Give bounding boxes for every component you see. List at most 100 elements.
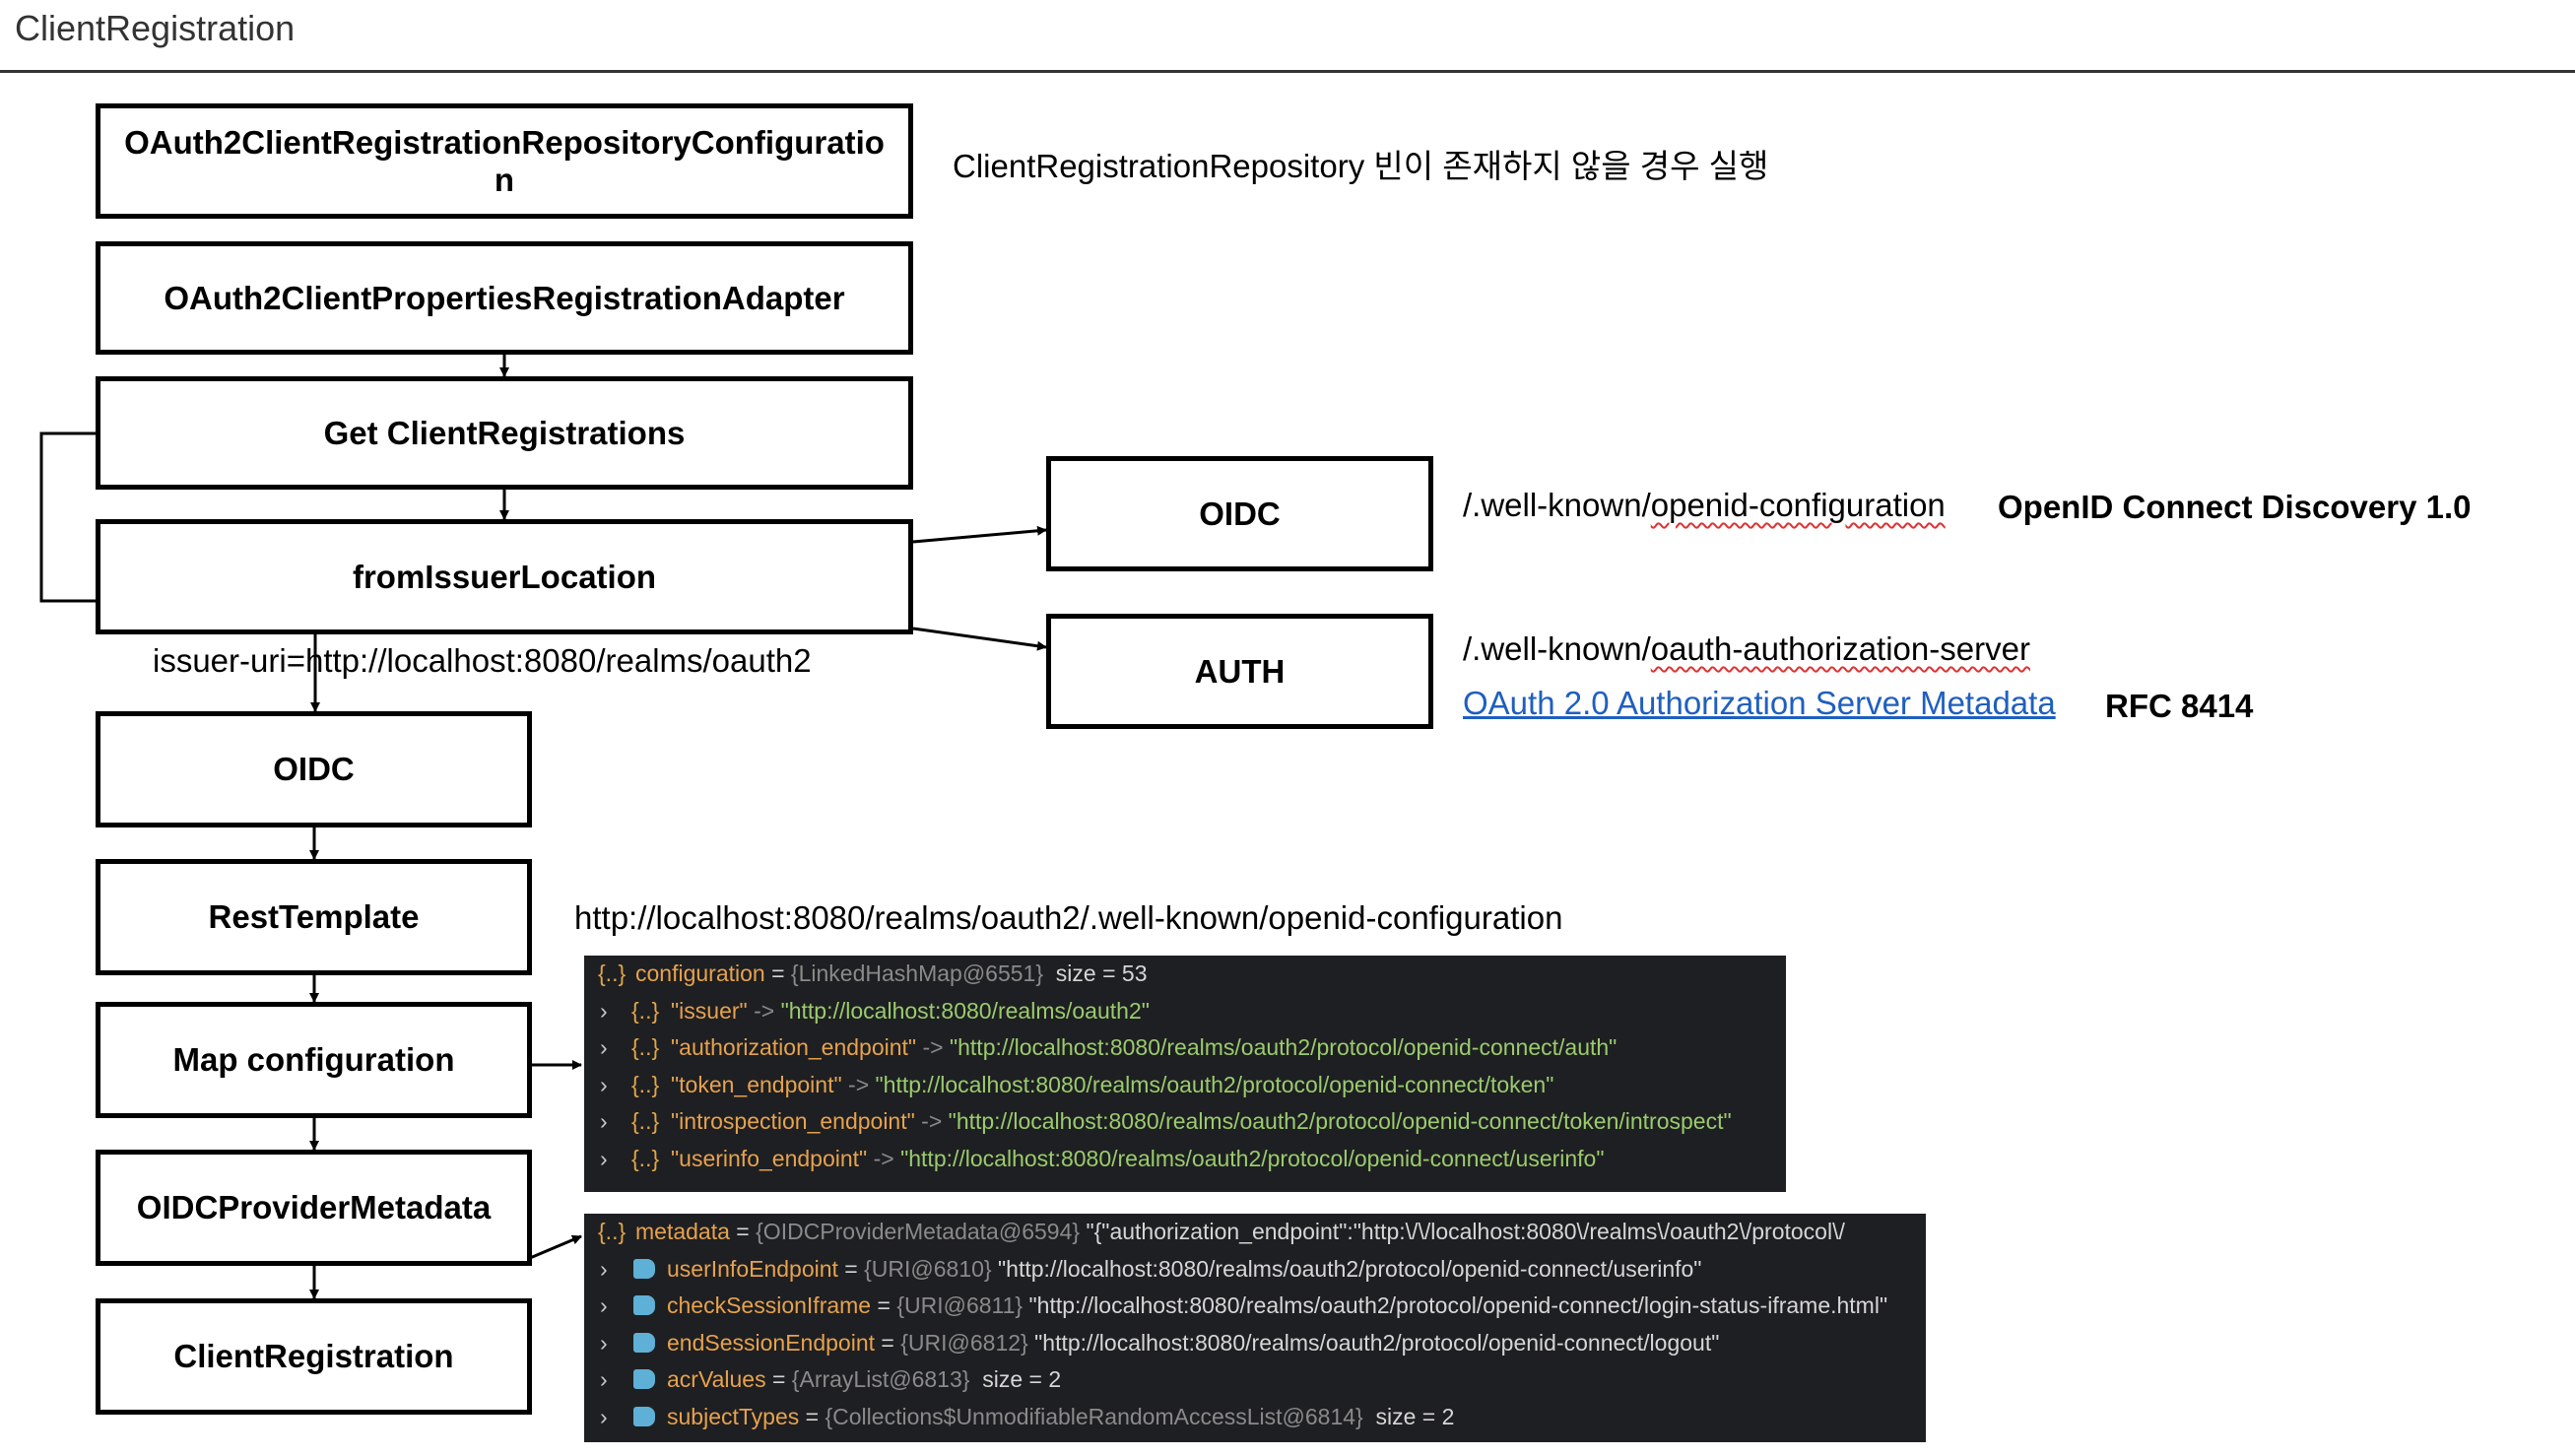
box-oidc: OIDC xyxy=(96,711,532,827)
braces-icon: {..} xyxy=(631,1034,660,1060)
tag-icon xyxy=(633,1295,655,1315)
oidc-path-rest: openid-configuration xyxy=(1650,487,1946,523)
braces-icon: {..} xyxy=(631,1071,660,1097)
debug-row-value: "http://localhost:8080/realms/oauth2/pro… xyxy=(875,1071,1554,1097)
issuer-uri-label: issuer-uri=http://localhost:8080/realms/… xyxy=(153,642,812,679)
rest-template-url: http://localhost:8080/realms/oauth2/.wel… xyxy=(574,899,1563,936)
debug-metadata-row[interactable]: › endSessionEndpoint = {URI@6812} "http:… xyxy=(584,1325,1926,1362)
debug-field-type: {Collections$UnmodifiableRandomAccessLis… xyxy=(825,1403,1363,1429)
debug-metadata-root-row[interactable]: {..} metadata = {OIDCProviderMetadata@65… xyxy=(584,1214,1926,1251)
tag-icon xyxy=(633,1406,655,1426)
debug-row-key: "userinfo_endpoint" xyxy=(671,1145,868,1171)
debug-row-key: "introspection_endpoint" xyxy=(671,1108,915,1134)
chevron-right-icon[interactable]: › xyxy=(600,997,608,1024)
debug-field-value: "http://localhost:8080/realms/oauth2/pro… xyxy=(1034,1329,1720,1356)
debug-config-row[interactable]: › {..} "token_endpoint" -> "http://local… xyxy=(584,1067,1786,1104)
chevron-right-icon[interactable]: › xyxy=(600,1071,608,1097)
debug-configuration-panel: {..} configuration = {LinkedHashMap@6551… xyxy=(584,956,1786,1192)
debug-row-value: "http://localhost:8080/realms/oauth2/pro… xyxy=(948,1108,1732,1134)
debug-config-row[interactable]: › {..} "introspection_endpoint" -> "http… xyxy=(584,1103,1786,1141)
box-properties-registration-adapter: OAuth2ClientPropertiesRegistrationAdapte… xyxy=(96,241,913,355)
box-from-issuer-location: fromIssuerLocation xyxy=(96,519,913,634)
auth-path-prefix: /.well-known/ xyxy=(1463,630,1651,667)
debug-field-eq: = xyxy=(871,1292,897,1318)
debug-root-type: {LinkedHashMap@6551} xyxy=(790,960,1044,986)
auth-path-rest: oauth-authorization-server xyxy=(1650,630,2030,667)
braces-icon: {..} xyxy=(598,1219,627,1244)
debug-field-value: "http://localhost:8080/realms/oauth2/pro… xyxy=(1028,1292,1888,1318)
debug-row-arrow: -> xyxy=(916,1034,950,1060)
arrow-from-to-auth-right xyxy=(912,627,1047,651)
debug-field-type: {ArrayList@6813} xyxy=(791,1366,970,1392)
debug-field-name: endSessionEndpoint xyxy=(667,1329,875,1356)
box-get-client-registrations: Get ClientRegistrations xyxy=(96,376,913,490)
debug-row-value: "http://localhost:8080/realms/oauth2" xyxy=(780,997,1150,1024)
chevron-right-icon[interactable]: › xyxy=(600,1255,608,1282)
chevron-right-icon[interactable]: › xyxy=(600,1034,608,1060)
debug-config-row[interactable]: › {..} "issuer" -> "http://localhost:808… xyxy=(584,993,1786,1030)
debug-root-name: configuration xyxy=(635,960,765,986)
debug-row-arrow: -> xyxy=(841,1071,876,1097)
debug-root-row[interactable]: {..} configuration = {LinkedHashMap@6551… xyxy=(584,956,1786,993)
box-oidc-provider-metadata: OIDCProviderMetadata xyxy=(96,1150,532,1266)
tag-icon xyxy=(633,1258,655,1279)
debug-root-eq: = xyxy=(764,960,791,986)
rfc-label: RFC 8414 xyxy=(2105,688,2254,724)
page-header: ClientRegistration xyxy=(0,0,2575,73)
debug-metadata-row[interactable]: › acrValues = {ArrayList@6813} size = 2 xyxy=(584,1361,1926,1399)
tag-icon xyxy=(633,1332,655,1353)
braces-icon: {..} xyxy=(631,1108,660,1134)
debug-field-eq: = xyxy=(875,1329,901,1356)
oidc-discovery-path: /.well-known/openid-configuration xyxy=(1463,487,1946,524)
page-title: ClientRegistration xyxy=(15,8,296,48)
debug-metadata-eq: = xyxy=(729,1219,757,1244)
debug-field-eq: = xyxy=(765,1366,792,1392)
debug-metadata-type: {OIDCProviderMetadata@6594} xyxy=(756,1219,1081,1244)
arrow-from-to-oidc-right xyxy=(912,525,1047,544)
debug-row-key: "authorization_endpoint" xyxy=(671,1034,917,1060)
oidc-path-prefix: /.well-known/ xyxy=(1463,487,1651,523)
braces-icon: {..} xyxy=(598,960,627,986)
debug-metadata-row[interactable]: › subjectTypes = {Collections$Unmodifiab… xyxy=(584,1399,1926,1436)
debug-field-type: {URI@6812} xyxy=(900,1329,1028,1356)
debug-row-value: "http://localhost:8080/realms/oauth2/pro… xyxy=(949,1034,1618,1060)
debug-root-size: size = 53 xyxy=(1055,960,1148,986)
debug-metadata-row[interactable]: › checkSessionIframe = {URI@6811} "http:… xyxy=(584,1288,1926,1325)
tag-icon xyxy=(633,1369,655,1389)
debug-row-value: "http://localhost:8080/realms/oauth2/pro… xyxy=(900,1145,1605,1171)
chevron-right-icon[interactable]: › xyxy=(600,1403,608,1429)
box-rest-template: RestTemplate xyxy=(96,859,532,975)
chevron-right-icon[interactable]: › xyxy=(600,1145,608,1171)
box-map-configuration: Map configuration xyxy=(96,1002,532,1118)
chevron-right-icon[interactable]: › xyxy=(600,1329,608,1356)
debug-config-row[interactable]: › {..} "authorization_endpoint" -> "http… xyxy=(584,1029,1786,1067)
debug-field-eq: = xyxy=(799,1403,825,1429)
box-auth-discovery: AUTH xyxy=(1046,614,1433,729)
debug-field-name: subjectTypes xyxy=(667,1403,800,1429)
box-oidc-discovery: OIDC xyxy=(1046,456,1433,571)
box-client-registration: ClientRegistration xyxy=(96,1298,532,1415)
debug-field-value: size = 2 xyxy=(1375,1403,1455,1429)
oidc-spec-label: OpenID Connect Discovery 1.0 xyxy=(1998,489,2472,525)
issuer-connector xyxy=(39,431,320,712)
debug-config-row[interactable]: › {..} "userinfo_endpoint" -> "http://lo… xyxy=(584,1141,1786,1178)
debug-metadata-panel: {..} metadata = {OIDCProviderMetadata@65… xyxy=(584,1214,1926,1442)
debug-metadata-value: "{"authorization_endpoint":"http:\/\/loc… xyxy=(1086,1219,1845,1244)
debug-field-name: userInfoEndpoint xyxy=(667,1255,838,1282)
debug-field-value: size = 2 xyxy=(982,1366,1062,1392)
chevron-right-icon[interactable]: › xyxy=(600,1366,608,1392)
braces-icon: {..} xyxy=(631,997,660,1024)
arrow-provider-to-metadata-debug xyxy=(529,1234,582,1260)
debug-metadata-row[interactable]: › userInfoEndpoint = {URI@6810} "http://… xyxy=(584,1251,1926,1289)
debug-metadata-name: metadata xyxy=(635,1219,730,1244)
debug-field-name: checkSessionIframe xyxy=(667,1292,872,1318)
braces-icon: {..} xyxy=(631,1145,660,1171)
debug-field-eq: = xyxy=(837,1255,865,1282)
debug-field-value: "http://localhost:8080/realms/oauth2/pro… xyxy=(998,1255,1702,1282)
auth-spec-link[interactable]: OAuth 2.0 Authorization Server Metadata xyxy=(1463,685,2056,721)
chevron-right-icon[interactable]: › xyxy=(600,1108,608,1134)
chevron-right-icon[interactable]: › xyxy=(600,1292,608,1318)
debug-field-type: {URI@6810} xyxy=(864,1255,992,1282)
debug-row-arrow: -> xyxy=(914,1108,949,1134)
